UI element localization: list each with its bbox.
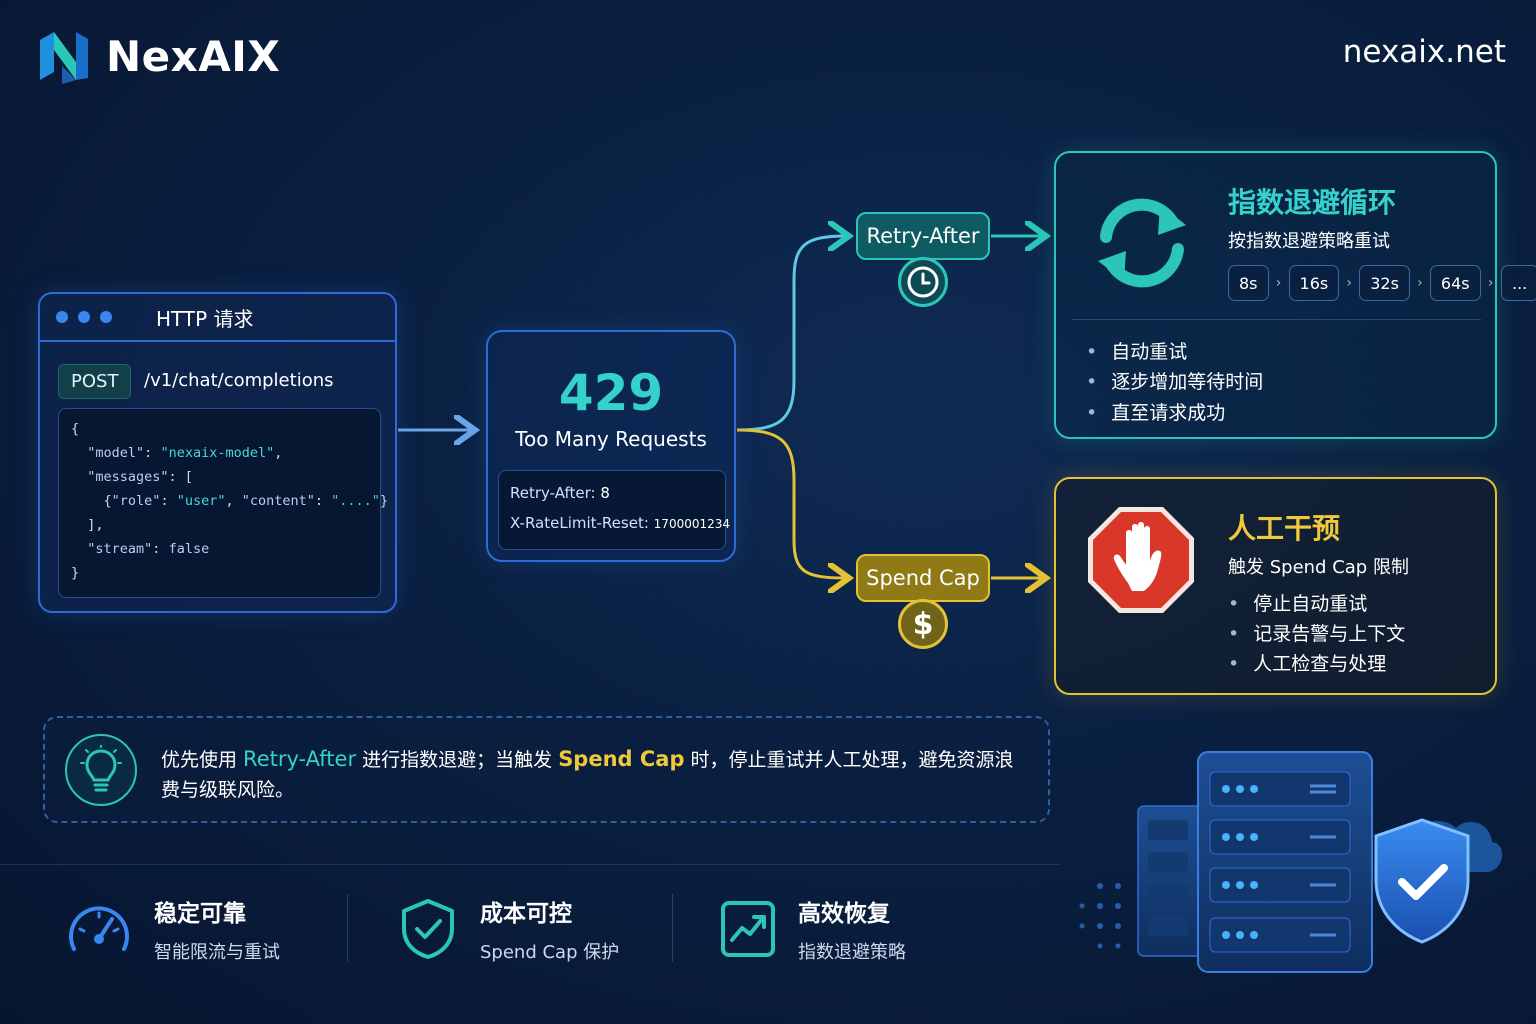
backoff-step: 8s <box>1228 265 1269 301</box>
speedometer-icon <box>69 906 129 951</box>
code-close-brace: } <box>71 565 80 581</box>
server-cloud-shield-illustration <box>1079 751 1503 973</box>
backoff-subtitle: 按指数退避策略重试 <box>1228 231 1390 252</box>
arrow-to-spend-tag <box>736 428 846 578</box>
feature-stable: 稳定可靠 智能限流与重试 <box>66 894 280 964</box>
manual-bullet: 停止自动重试 <box>1228 589 1367 616</box>
backoff-title: 指数退避循环 <box>1228 186 1397 219</box>
window-dot <box>100 311 112 323</box>
code-line-stream: "stream": false <box>87 541 210 557</box>
backoff-step: 16s <box>1288 265 1340 301</box>
manual-subtitle: 触发 Spend Cap 限制 <box>1228 557 1409 578</box>
backoff-step: 32s <box>1359 265 1410 301</box>
stop-hand-icon <box>1088 507 1194 613</box>
manual-bullet: 记录告警与上下文 <box>1228 619 1405 646</box>
brand: NexAIX <box>36 26 280 86</box>
backoff-bullet: 逐步增加等待时间 <box>1086 367 1263 394</box>
manual-intervention-panel: 人工干预 触发 Spend Cap 限制 停止自动重试 记录告警与上下文 人工检… <box>1054 477 1497 695</box>
feature-title: 高效恢复 <box>798 901 890 927</box>
status-text: Too Many Requests <box>515 427 707 451</box>
backoff-bullet: 直至请求成功 <box>1086 398 1225 425</box>
manual-bullet: 人工检查与处理 <box>1228 649 1386 676</box>
manual-title: 人工干预 <box>1228 512 1341 545</box>
backoff-step: 64s <box>1429 265 1481 301</box>
http-request-panel: HTTP 请求 POST /v1/chat/completions { "mod… <box>38 292 397 613</box>
status-code: 429 <box>558 364 664 422</box>
http-request-title: HTTP 请求 <box>156 306 254 331</box>
tip-box: 优先使用 Retry-After 进行指数退避；当触发 Spend Cap 时，… <box>43 716 1050 823</box>
feature-separator <box>347 894 348 962</box>
code-line-message-item: {"role": "user", "content": "...."} <box>103 493 389 509</box>
feature-subtitle: 指数退避策略 <box>798 942 906 963</box>
brand-name: NexAIX <box>106 31 281 81</box>
spend-cap-tag: Spend Cap <box>856 554 990 602</box>
retry-after-tag: Retry-After <box>856 212 990 260</box>
backoff-bullet: 自动重试 <box>1086 337 1187 364</box>
feature-title: 成本可控 <box>480 901 572 927</box>
request-body-code: { "model": "nexaix-model", "messages": [… <box>58 408 388 598</box>
feature-separator <box>672 894 673 962</box>
clock-icon <box>898 257 948 307</box>
code-open-brace: { <box>71 421 80 437</box>
refresh-cycle-icon <box>1098 198 1186 288</box>
header-retry-after: Retry-After: 8 <box>510 484 610 502</box>
chevron-right-icon: › <box>1487 275 1494 291</box>
section-divider <box>0 864 1060 865</box>
response-status-panel: 429 Too Many Requests Retry-After: 8 X-R… <box>486 330 736 562</box>
header-ratelimit-reset: X-RateLimit-Reset: 1700001234 <box>510 514 731 532</box>
exponential-backoff-panel: 指数退避循环 按指数退避策略重试 8s › 16s › 32s › 64s › … <box>1054 151 1536 439</box>
code-line-messages: "messages": [ <box>87 469 193 485</box>
feature-recovery: 高效恢复 指数退避策略 <box>720 894 906 964</box>
http-window-header: HTTP 请求 <box>40 294 395 342</box>
arrow-to-retry-tag <box>736 236 846 432</box>
response-headers: Retry-After: 8 X-RateLimit-Reset: 170000… <box>498 470 730 550</box>
chevron-right-icon: › <box>1417 275 1423 291</box>
window-dot <box>56 311 68 323</box>
backoff-step: ... <box>1500 265 1536 301</box>
nexaix-logo-icon <box>40 32 88 84</box>
chevron-right-icon: › <box>1346 275 1353 291</box>
tip-text: 优先使用 Retry-After 进行指数退避；当触发 Spend Cap 时，… <box>161 747 1014 801</box>
feature-subtitle: Spend Cap 保护 <box>480 942 620 963</box>
feature-subtitle: 智能限流与重试 <box>154 942 280 963</box>
backoff-steps: 8s › 16s › 32s › 64s › ... <box>1228 265 1536 301</box>
feature-cost: 成本可控 Spend Cap 保护 <box>398 894 619 964</box>
lightbulb-icon <box>65 734 137 806</box>
window-dot <box>78 311 90 323</box>
site-url: nexaix.net <box>1342 34 1506 70</box>
code-line-close-array: ], <box>87 517 104 533</box>
dollar-icon: $ <box>898 599 948 649</box>
feature-title: 稳定可靠 <box>154 901 246 927</box>
divider <box>1072 319 1481 320</box>
shield-check-icon <box>402 899 454 959</box>
http-endpoint: /v1/chat/completions <box>144 370 334 391</box>
http-method-badge: POST <box>58 364 132 399</box>
code-line-model: "model": "nexaix-model", <box>87 445 283 461</box>
chevron-right-icon: › <box>1275 275 1282 291</box>
trend-up-icon <box>721 901 775 957</box>
